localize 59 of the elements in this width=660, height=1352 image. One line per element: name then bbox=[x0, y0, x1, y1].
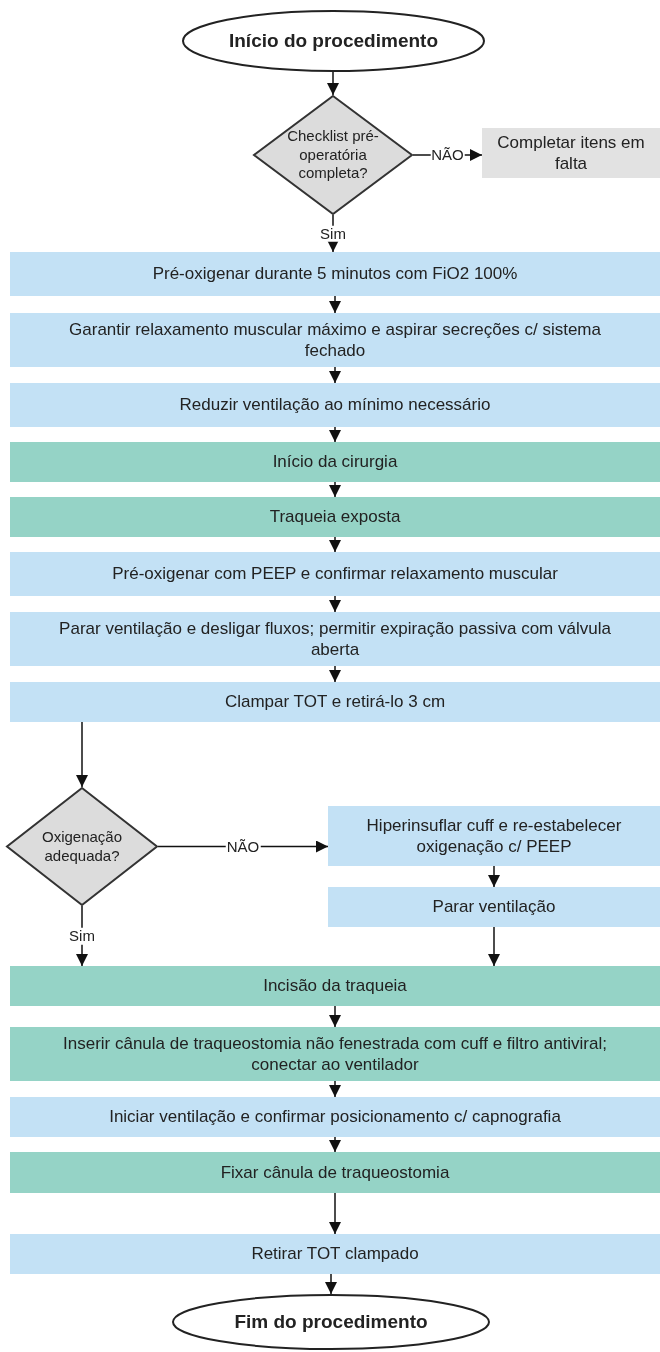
process-box bbox=[10, 1027, 660, 1081]
process-box bbox=[328, 806, 660, 866]
process-box bbox=[10, 1152, 660, 1193]
step-label: Traqueia exposta bbox=[268, 506, 402, 528]
process-box bbox=[10, 1097, 660, 1137]
arrow bbox=[329, 426, 341, 443]
process-box bbox=[10, 1234, 660, 1274]
edge-label: NÃO bbox=[225, 838, 261, 855]
arrow bbox=[329, 595, 341, 613]
step-label: Clampar TOT e retirá-lo 3 cm bbox=[223, 691, 447, 713]
edge-label: Sim bbox=[68, 927, 96, 945]
arrow bbox=[329, 481, 341, 498]
process-box bbox=[10, 442, 660, 482]
arrow bbox=[329, 295, 341, 314]
arrow bbox=[76, 721, 88, 788]
terminal-oval bbox=[182, 10, 485, 72]
terminal-label: Fim do procedimento bbox=[233, 1310, 429, 1334]
arrow bbox=[329, 1136, 341, 1153]
arrow bbox=[488, 926, 500, 967]
process-box bbox=[10, 252, 660, 296]
process-box bbox=[328, 887, 660, 927]
decision-diamond bbox=[6, 787, 158, 906]
step-label: Pré-oxigenar durante 5 minutos com FiO2 100% bbox=[151, 263, 519, 285]
arrow bbox=[329, 1192, 341, 1235]
arrow bbox=[488, 865, 500, 888]
step-label: Fixar cânula de traqueostomia bbox=[219, 1161, 451, 1184]
decision-diamond bbox=[253, 95, 413, 215]
process-box bbox=[482, 128, 660, 178]
arrow bbox=[327, 71, 339, 96]
process-box bbox=[10, 552, 660, 596]
step-label: Reduzir ventilação ao mínimo necessário bbox=[178, 394, 492, 416]
step-label: Parar ventilação bbox=[431, 896, 557, 918]
terminal-oval bbox=[172, 1294, 490, 1350]
step-label: Início da cirurgia bbox=[271, 451, 399, 473]
step-label: Garantir relaxamento muscular máximo e aspirar secreções c/ sistema fechado bbox=[68, 318, 602, 362]
step-label: Incisão da traqueia bbox=[262, 975, 408, 997]
step-label: Pré-oxigenar com PEEP e confirmar relaxamento muscular bbox=[111, 563, 559, 585]
step-label: Retirar TOT clampado bbox=[250, 1243, 420, 1265]
arrow bbox=[329, 665, 341, 683]
arrow bbox=[329, 536, 341, 553]
arrow bbox=[325, 1273, 337, 1295]
step-label: Completar itens em falta bbox=[496, 131, 646, 175]
decision-label: Checklist pré-operatória completa? bbox=[286, 126, 380, 184]
step-label: Inserir cânula de traqueostomia não fenestrada com cuff e filtro antiviral; conectar ao ventilador bbox=[62, 1032, 608, 1076]
step-label: Hiperinsuflar cuff e re-estabelecer oxigenação c/ PEEP bbox=[365, 814, 623, 858]
step-label: Iniciar ventilação e confirmar posicionamento c/ capnografia bbox=[108, 1106, 562, 1128]
arrow bbox=[329, 366, 341, 384]
process-box bbox=[10, 612, 660, 666]
process-box bbox=[10, 966, 660, 1006]
step-label: Parar ventilação e desligar fluxos; permitir expiração passiva com válvula aberta bbox=[58, 617, 612, 661]
arrow bbox=[329, 1005, 341, 1028]
process-box bbox=[10, 682, 660, 722]
process-box bbox=[10, 313, 660, 367]
terminal-label: Início do procedimento bbox=[228, 29, 439, 53]
process-box bbox=[10, 383, 660, 427]
arrow bbox=[329, 1080, 341, 1098]
process-box bbox=[10, 497, 660, 537]
decision-label: Oxigenação adequada? bbox=[40, 827, 124, 866]
edge-label: Sim bbox=[319, 225, 347, 242]
